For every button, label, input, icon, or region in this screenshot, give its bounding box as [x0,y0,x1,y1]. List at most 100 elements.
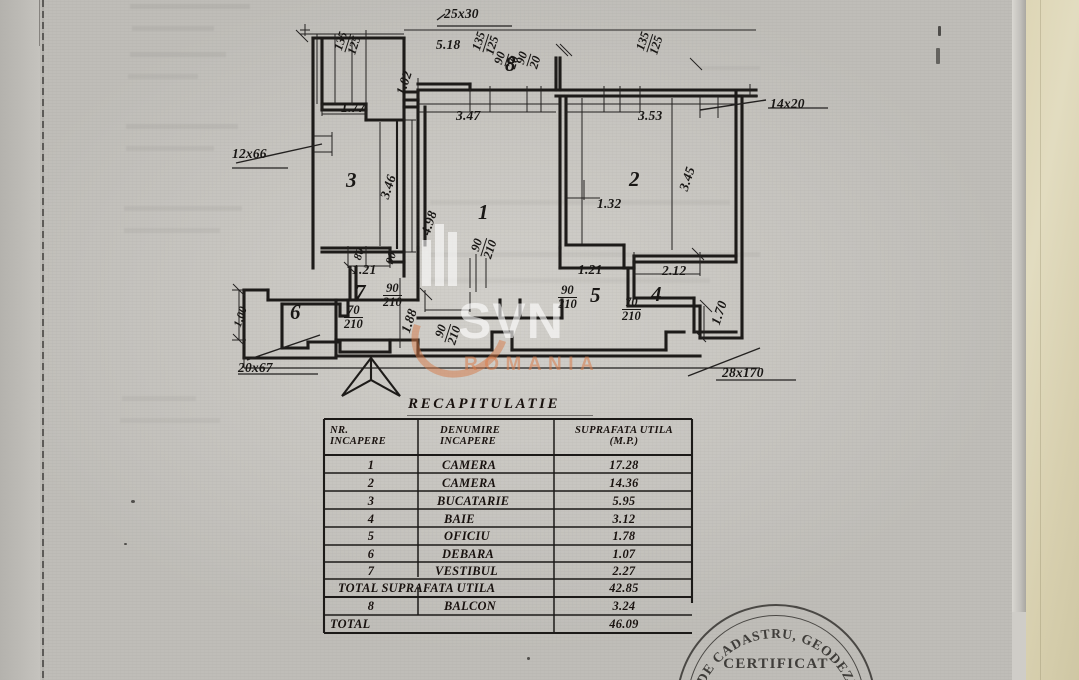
table-header-name-line2: INCAPERE [440,436,496,448]
cell-nr: 3 [367,494,375,508]
cell-area: 2.27 [612,564,636,578]
binding-edge-mark [39,0,40,46]
door-70-210-a-top: 70 [347,303,360,317]
cell-name: BUCATARIE [437,494,510,508]
stamp-center-line2: DE [678,678,874,680]
door-70-210-a: 70 210 [344,304,363,331]
door-70-210-b-top: 70 [625,295,638,309]
table-header-name-line1: DENUMIRE [440,425,501,436]
door-70-210-b-bottom: 210 [622,308,641,323]
bleed-through-text [122,396,196,401]
cell-name: BAIE [444,512,475,526]
table-total-label: TOTAL [330,617,371,631]
scan-speck [131,500,135,503]
table-header-nr: NR. INCAPERE [330,425,386,448]
page-right-edge [1012,0,1026,680]
cell-name: CAMERA [442,458,497,472]
dimension-1-21-left: 1.21 [352,262,377,277]
cell-name: CAMERA [442,476,497,490]
room-number-2: 2 [629,167,640,191]
door-90-210-a-top: 90 [386,281,399,295]
cell-nr: 4 [367,512,375,526]
cell-nr: 7 [367,564,375,578]
bleed-through-text [124,206,242,211]
cell-area: 3.12 [612,512,636,526]
scan-left-shadow-band [0,0,40,680]
official-stamp: L DE CADASTRU, GEODEZIE CERTIFICAT DE [676,604,876,680]
table-row: 7 [324,564,418,579]
cell-name: BALCON [444,599,497,613]
room-number-4: 4 [651,282,662,306]
table-header-name: DENUMIRE INCAPERE [440,425,500,448]
bleed-through-text [130,52,226,57]
door-90-210-b-top: 90 [561,283,574,297]
cell-area: 14.36 [609,476,639,490]
bleed-through-text [430,278,710,283]
cell-nr: 8 [367,599,375,613]
dimension-3-53: 3.53 [638,108,663,123]
scan-speck [124,543,127,545]
desk-surface [1026,0,1079,680]
dimension-2-12: 2.12 [662,263,687,278]
table-title: RECAPITULATIE [408,396,561,412]
bleed-through-text [126,146,214,151]
room-number-6: 6 [290,300,301,324]
scan-speck [936,48,940,64]
table-header-area-line1: SUPRAFATA UTILA [574,425,674,436]
cell-nr: 5 [367,529,375,543]
room-number-7: 7 [355,280,366,304]
table-grid [322,417,694,635]
table-row-balcony: 8 [324,599,418,614]
door-90-210-a: 90 210 [383,282,402,309]
cell-nr: 1 [367,458,375,472]
bleed-through-text [430,200,730,205]
window-label-14x20: 14x20 [770,96,805,111]
room-number-8: 8 [505,52,516,76]
cell-area: 17.28 [609,458,639,472]
window-label-25x30: 25x30 [444,6,479,21]
table-row: 5 [324,529,418,544]
cell-area: 5.95 [612,494,636,508]
door-90-210-a-bottom: 210 [383,294,402,309]
table-header-nr-line2: INCAPERE [330,436,386,448]
stamp-center-line1: CERTIFICAT [723,656,829,672]
bleed-through-text [132,26,214,31]
cell-nr: 2 [367,476,375,490]
room-number-1: 1 [478,200,489,224]
bleed-through-text [120,418,220,423]
bleed-through-text [128,74,198,79]
table-row: 3 [324,494,418,509]
table-row: 6 [324,547,418,562]
cell-area: 3.24 [612,599,636,613]
binding-edge-line [42,0,44,680]
scan-speck [938,26,941,36]
door-70-210-a-bottom: 210 [344,316,363,331]
cell-name: OFICIU [444,529,490,543]
bleed-through-text [700,66,760,70]
dimension-5-18: 5.18 [436,37,461,52]
bleed-through-text [126,124,238,129]
table-header-area: SUPRAFATA UTILA (M.P.) [560,425,688,448]
cell-name: VESTIBUL [435,564,498,578]
door-90-210-b: 90 210 [558,284,577,311]
window-label-20x67: 20x67 [238,360,273,375]
table-total-area: 46.09 [609,617,639,631]
page-corner-strip [1012,612,1026,680]
table-title-underline [407,415,593,416]
table-subtotal-area: 42.85 [609,581,639,595]
cell-nr: 6 [367,547,375,561]
stamp-arc-text: L DE CADASTRU, GEODEZIE [689,626,863,680]
bleed-through-text [130,4,250,9]
desk-fold-line [1040,0,1041,680]
bleed-through-text [430,252,760,257]
table-row: 4 [324,512,418,527]
table-subtotal-label: TOTAL SUPRAFATA UTILA [338,581,496,595]
table-header-area-line2: (M.P.) [609,436,639,448]
table-row: 1 [324,458,418,473]
dimension-1-32: 1.32 [597,196,622,211]
dimension-1-21-center: 1.21 [578,262,603,277]
table-header-nr-line1: NR. [330,425,349,436]
